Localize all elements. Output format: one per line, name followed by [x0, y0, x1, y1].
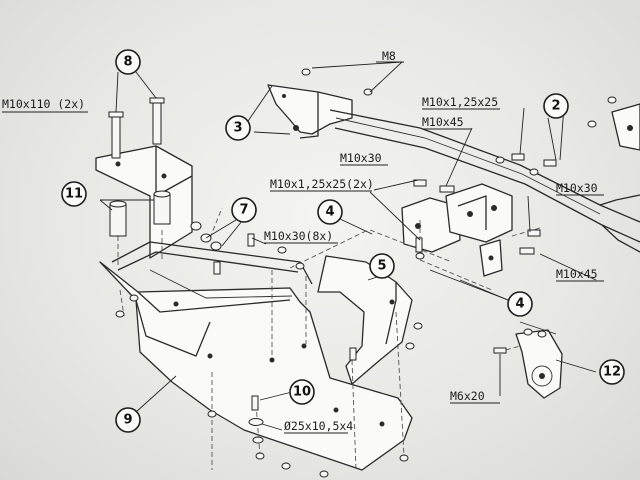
callout-3: 3 [225, 115, 251, 141]
callout-4-lower: 4 [507, 291, 533, 317]
callout-3-label: 3 [233, 121, 242, 136]
callout-8-label: 8 [123, 55, 132, 70]
callout-7-label: 7 [239, 203, 248, 218]
callout-4-upper-label: 4 [325, 205, 334, 220]
callout-11: 11 [61, 181, 87, 207]
spec-m10x30-mid: M10x30 [340, 151, 382, 165]
tow-eye [515, 321, 563, 399]
side-bracket [317, 255, 413, 385]
callout-4-lower-label: 4 [515, 297, 524, 312]
callout-5: 5 [369, 253, 395, 279]
skid-plate [99, 261, 413, 471]
leader-lines [99, 61, 597, 431]
spec-washer: Ø25x10,5x4 [284, 419, 353, 433]
spec-labels: M10x110 (2x) M8 M10x1,25x25 M10x45 M10x3… [2, 49, 604, 434]
callout-5-label: 5 [377, 259, 386, 274]
callout-2: 2 [543, 93, 569, 119]
spec-m10x45-right: M10x45 [556, 267, 598, 281]
callout-2-label: 2 [551, 99, 560, 114]
callout-9: 9 [115, 407, 141, 433]
spec-m10x1-25x25-2x: M10x1,25x25(2x) [270, 177, 374, 191]
upper-left-bracket [95, 145, 193, 259]
center-bracket [401, 183, 513, 277]
cross-bar [111, 241, 313, 285]
spec-m10x110: M10x110 (2x) [2, 97, 85, 111]
callout-7: 7 [231, 197, 257, 223]
callout-11-label: 11 [65, 187, 83, 202]
callout-12: 12 [599, 359, 625, 385]
callout-9-label: 9 [123, 413, 132, 428]
callout-10-label: 10 [293, 385, 311, 400]
fasteners [108, 68, 617, 478]
right-edge-bracket [611, 103, 640, 151]
spec-m10x30-right: M10x30 [556, 181, 598, 195]
spec-m10x1-25x25-top: M10x1,25x25 [422, 95, 498, 109]
spec-m6x20: M6x20 [450, 389, 485, 403]
frame-rail [267, 84, 640, 253]
spec-m10x30-8x: M10x30(8x) [264, 229, 333, 243]
spec-m8: M8 [382, 49, 396, 63]
callout-8: 8 [115, 49, 141, 75]
callout-12-label: 12 [603, 365, 621, 380]
callout-10: 10 [289, 379, 315, 405]
callout-4-upper: 4 [317, 199, 343, 225]
spec-m10x45-top: M10x45 [422, 115, 464, 129]
